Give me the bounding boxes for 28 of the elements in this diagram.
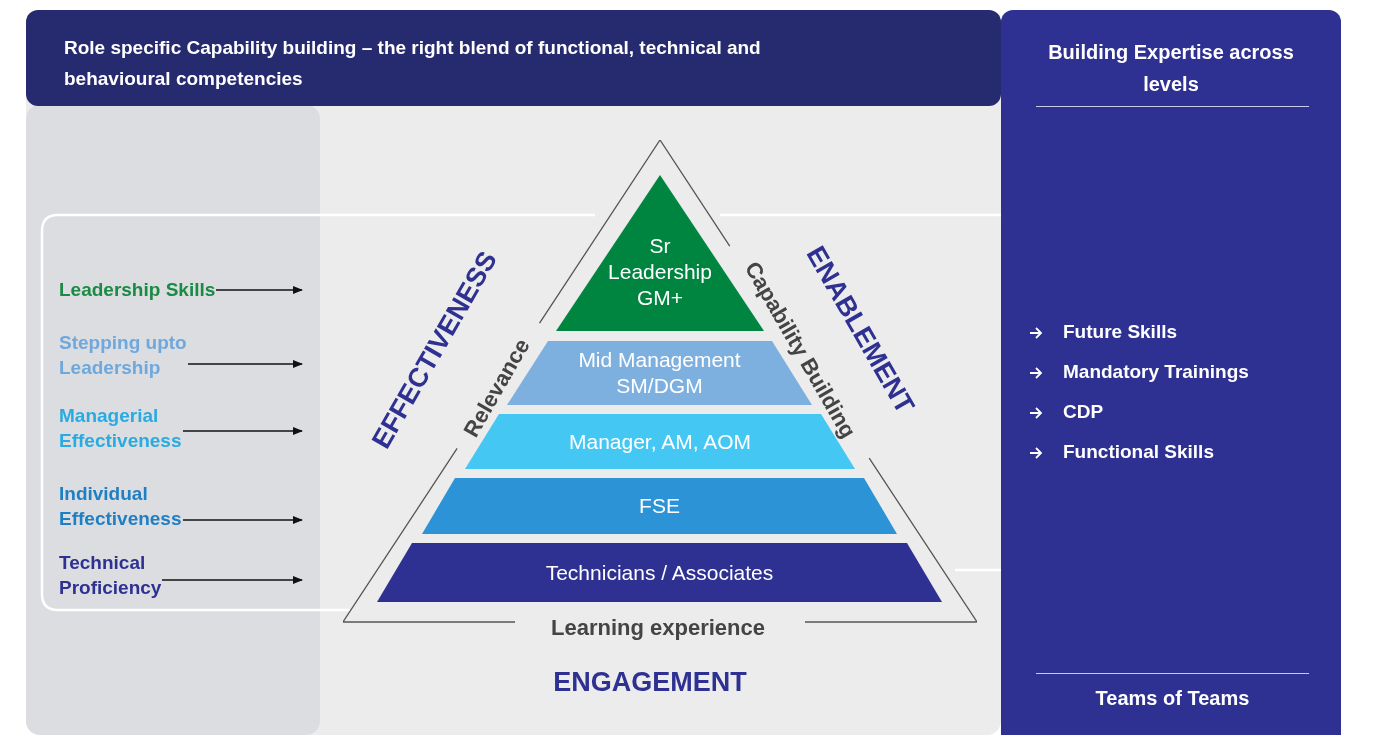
skill-label: Leadership Skills: [59, 277, 239, 302]
level-label: Technicians / Associates: [545, 559, 774, 586]
list-item: Mandatory Trainings: [1063, 361, 1249, 383]
arrow: [187, 360, 303, 368]
level-label: FSE: [639, 493, 680, 519]
level-label: Manager, AM, AOM: [568, 428, 752, 455]
panel-footer: Teams of Teams: [1036, 687, 1309, 710]
pyramid-level: [377, 543, 942, 602]
skill-label: Managerial Effectiveness: [59, 403, 239, 453]
arrow: [182, 516, 303, 524]
pyramid-level: [422, 478, 897, 534]
header-text: Role specific Capability building – the right blend of functional, technical and behavioural competencies: [64, 36, 762, 91]
skill-label: Individual Effectiveness: [59, 481, 239, 531]
level-label: Mid Management SM/DGM: [577, 347, 742, 399]
list-item: Functional Skills: [1063, 441, 1214, 463]
arrow: [215, 286, 303, 294]
arrow: [161, 576, 303, 584]
list-item: Future Skills: [1063, 321, 1178, 343]
side-panel: [1001, 10, 1341, 735]
skill-label: Stepping upto Leadership: [59, 330, 239, 380]
level-label: Sr Leadership GM+: [607, 232, 713, 311]
theme-label: ENGAGEMENT: [553, 666, 747, 698]
base-label: Learning experience: [551, 615, 765, 641]
panel-heading: Building Expertise across levels: [1047, 40, 1295, 97]
arrow: [182, 427, 303, 435]
skill-label: Technical Proficiency: [59, 550, 239, 600]
header-banner: [26, 10, 1001, 106]
list-item: CDP: [1063, 401, 1104, 423]
